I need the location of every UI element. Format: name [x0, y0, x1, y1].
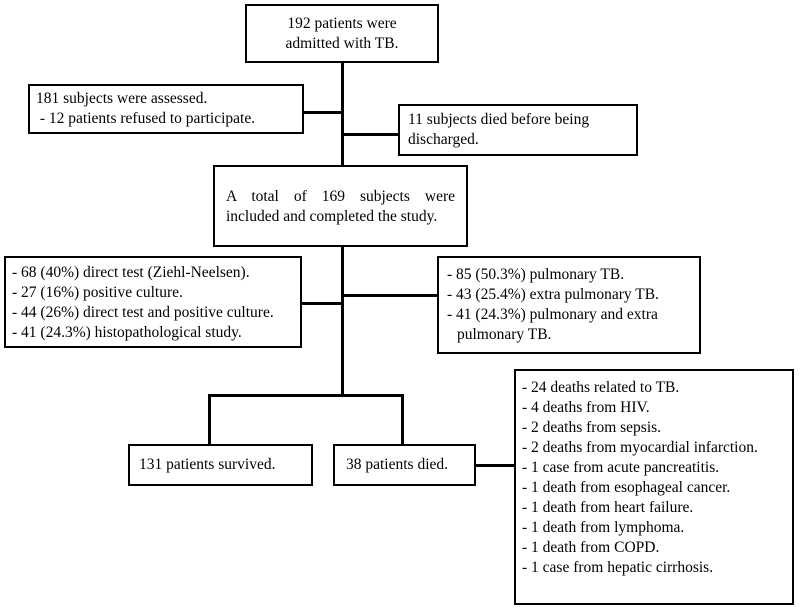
diagnosis-item: - 44 (26%) direct test and positive cult…: [12, 304, 274, 321]
cause-item: - 1 death from COPD.: [522, 539, 660, 556]
admitted-line-1: 192 patients were: [287, 15, 397, 32]
center-vertical-connector: [341, 247, 344, 395]
diagnosis-item: - 27 (16%) positive culture.: [12, 284, 183, 301]
tb-type-connector: [342, 294, 437, 297]
survived-box: 131 patients survived.: [128, 444, 313, 486]
causes-box: - 24 deaths related to TB. - 4 deaths fr…: [514, 369, 794, 605]
died-before-connector: [342, 133, 398, 136]
survived-drop-connector: [208, 394, 211, 444]
cause-item: - 1 death from lymphoma.: [522, 519, 685, 536]
tb-type-item: - 41 (24.3%) pulmonary and extra: [447, 306, 658, 323]
admitted-box: 192 patients were admitted with TB.: [245, 4, 439, 63]
assessed-connector: [302, 111, 342, 114]
admitted-line-2: admitted with TB.: [285, 35, 399, 52]
cause-item: - 1 death from heart failure.: [522, 499, 694, 516]
assessed-line-1: 181 subjects were assessed.: [36, 90, 208, 107]
tb-type-item: - 85 (50.3%) pulmonary TB.: [447, 266, 625, 283]
died-before-line-2: discharged.: [408, 131, 479, 148]
cause-item: - 2 deaths from sepsis.: [522, 419, 662, 436]
assessed-box: 181 subjects were assessed. - 12 patient…: [28, 84, 304, 134]
main-vertical-connector: [341, 63, 344, 165]
cause-item: - 1 death from esophageal cancer.: [522, 479, 731, 496]
diagnosis-item: - 68 (40%) direct test (Ziehl-Neelsen).: [12, 264, 250, 281]
tb-type-item: - 43 (25.4%) extra pulmonary TB.: [447, 286, 659, 303]
cause-item: - 24 deaths related to TB.: [522, 379, 680, 396]
cause-item: - 1 case from hepatic cirrhosis.: [522, 559, 714, 576]
cause-item: - 2 deaths from myocardial infarction.: [522, 439, 758, 456]
assessed-line-2: - 12 patients refused to participate.: [36, 110, 256, 127]
included-line-1: A total of 169 subjects were: [226, 188, 455, 205]
tb-type-item: pulmonary TB.: [457, 326, 552, 343]
cause-item: - 4 deaths from HIV.: [522, 399, 650, 416]
included-box: A total of 169 subjects were included an…: [213, 165, 468, 247]
split-horizontal-connector: [208, 394, 403, 397]
died-before-box: 11 subjects died before being discharged…: [398, 104, 638, 156]
died-box: 38 patients died.: [333, 444, 476, 486]
died-drop-connector: [401, 394, 404, 444]
tb-type-box: - 85 (50.3%) pulmonary TB. - 43 (25.4%) …: [437, 256, 701, 354]
survived-label: 131 patients survived.: [139, 456, 276, 473]
cause-item: - 1 case from acute pancreatitis.: [522, 459, 720, 476]
died-before-line-1: 11 subjects died before being: [408, 111, 590, 128]
included-line-2: included and completed the study.: [226, 208, 438, 225]
died-label: 38 patients died.: [346, 456, 449, 473]
diagnosis-item: - 41 (24.3%) histopathological study.: [12, 324, 242, 341]
diagnosis-connector: [302, 302, 342, 305]
diagnosis-box: - 68 (40%) direct test (Ziehl-Neelsen). …: [4, 256, 302, 348]
causes-connector: [476, 464, 514, 467]
